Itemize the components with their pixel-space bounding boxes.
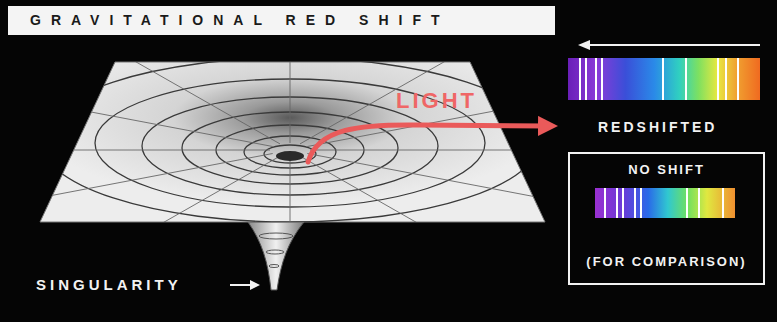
absorption-line — [640, 188, 642, 218]
absorption-line — [722, 188, 724, 218]
absorption-line — [698, 188, 700, 218]
funnel-tube — [248, 222, 304, 290]
grid-line — [90, 156, 280, 264]
absorption-line — [622, 188, 624, 218]
redshifted-label: REDSHIFTED — [598, 119, 717, 135]
grid-line — [0, 154, 273, 217]
light-ray — [308, 125, 548, 162]
light-label: LIGHT — [396, 88, 477, 114]
redshifted-spectrum — [568, 58, 760, 100]
title: GRAVITATIONAL RED SHIFT — [8, 6, 555, 35]
absorption-line — [717, 58, 719, 100]
absorption-line — [634, 188, 636, 218]
absorption-line — [737, 58, 739, 100]
grid-line — [0, 84, 273, 147]
absorption-line — [686, 188, 688, 218]
shift-arrow-head — [578, 40, 590, 50]
box-heading: NO SHIFT — [570, 162, 763, 177]
absorption-lines — [580, 58, 738, 100]
singularity-arrow-head — [250, 280, 260, 290]
spacetime-plane — [40, 62, 545, 222]
absorption-line — [725, 58, 727, 100]
absorption-line — [685, 58, 687, 100]
singularity-label: SINGULARITY — [36, 276, 182, 293]
absorption-line — [585, 58, 587, 100]
shift-arrow — [586, 44, 760, 46]
absorption-lines — [605, 188, 723, 218]
singularity-arrow — [230, 284, 252, 286]
absorption-line — [604, 188, 606, 218]
comparison-box: NO SHIFT (FOR COMPARISON) — [568, 152, 765, 285]
grid — [0, 18, 690, 282]
grid-line — [300, 156, 490, 264]
absorption-line — [601, 58, 603, 100]
grid-line — [90, 36, 280, 144]
grid-line — [307, 154, 636, 217]
absorption-line — [662, 58, 664, 100]
grid-line — [290, 157, 291, 282]
comparison-spectrum — [595, 188, 735, 218]
grid-line — [0, 150, 270, 151]
box-caption: (FOR COMPARISON) — [570, 254, 763, 269]
grid-line — [310, 150, 690, 151]
absorption-line — [616, 188, 618, 218]
funnel-ring — [269, 265, 279, 268]
absorption-line — [595, 58, 597, 100]
funnel-ring — [259, 233, 293, 239]
absorption-line — [579, 58, 581, 100]
grid-line — [290, 18, 291, 143]
funnel-ring — [266, 250, 284, 254]
well-hole — [276, 151, 304, 161]
